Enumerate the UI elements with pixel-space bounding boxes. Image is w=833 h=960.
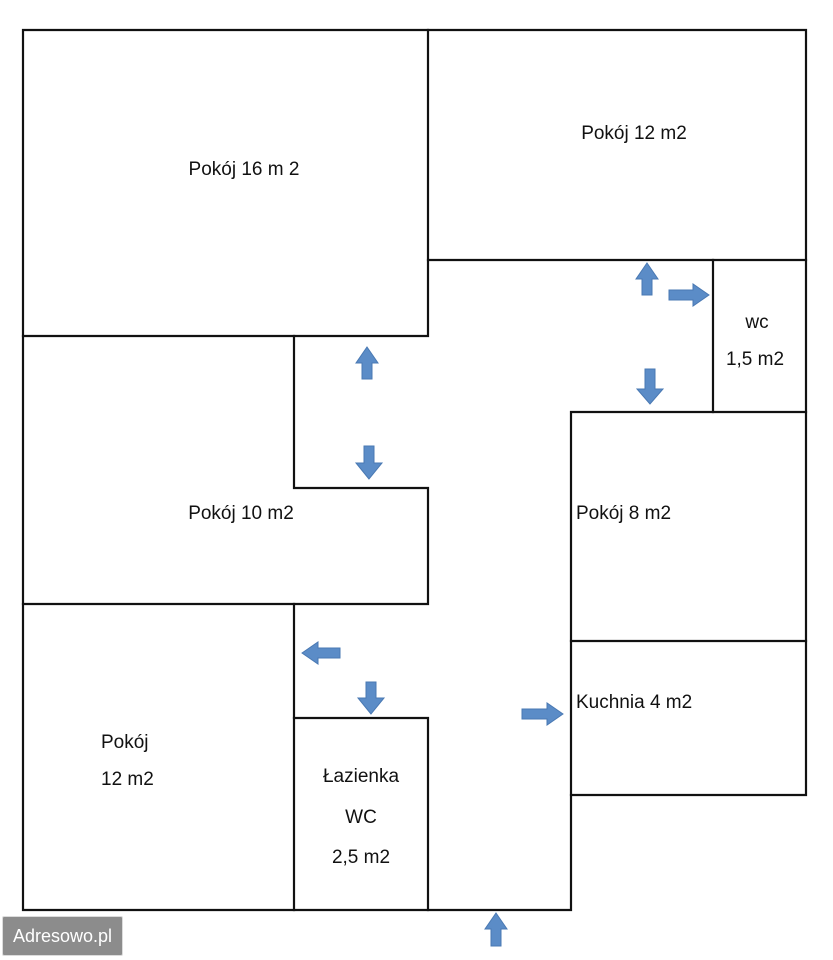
wall-room-16	[21, 28, 430, 338]
arrow-up-icon	[484, 912, 508, 947]
wall-bathroom	[292, 716, 430, 912]
room-labels: Pokój 16 m 2 Pokój 12 m2 wc 1,5 m2 Pokój…	[101, 123, 784, 868]
arrow-down-icon	[354, 445, 384, 480]
room-label-8: Pokój 8 m2	[576, 503, 671, 524]
wall-room-8	[569, 410, 808, 797]
arrow-up-icon	[635, 262, 659, 296]
arrow-right-icon	[521, 702, 564, 726]
arrow-right-icon	[668, 283, 710, 307]
room-label-12-top: Pokój 12 m2	[581, 123, 687, 144]
room-label-bathroom-wc: WC	[345, 807, 377, 828]
door-arrows	[301, 262, 710, 947]
room-label-wc: wc	[744, 312, 768, 333]
room-label-12-bottom: Pokój	[101, 732, 149, 753]
walls	[21, 28, 808, 912]
room-label-wc-area: 1,5 m2	[726, 349, 784, 370]
room-label-kitchen: Kuchnia 4 m2	[576, 692, 692, 713]
watermark: Adresowo.pl	[2, 916, 124, 956]
arrow-left-icon	[301, 641, 341, 665]
arrow-down-icon	[635, 368, 665, 405]
room-label-bathroom-area: 2,5 m2	[332, 847, 390, 868]
room-label-bathroom: Łazienka	[323, 766, 399, 787]
room-label-16: Pokój 16 m 2	[189, 159, 300, 180]
room-label-12-bottom-area: 12 m2	[101, 769, 154, 790]
arrow-up-icon	[355, 346, 379, 380]
arrow-down-icon	[356, 681, 386, 715]
room-label-10: Pokój 10 m2	[188, 503, 294, 524]
